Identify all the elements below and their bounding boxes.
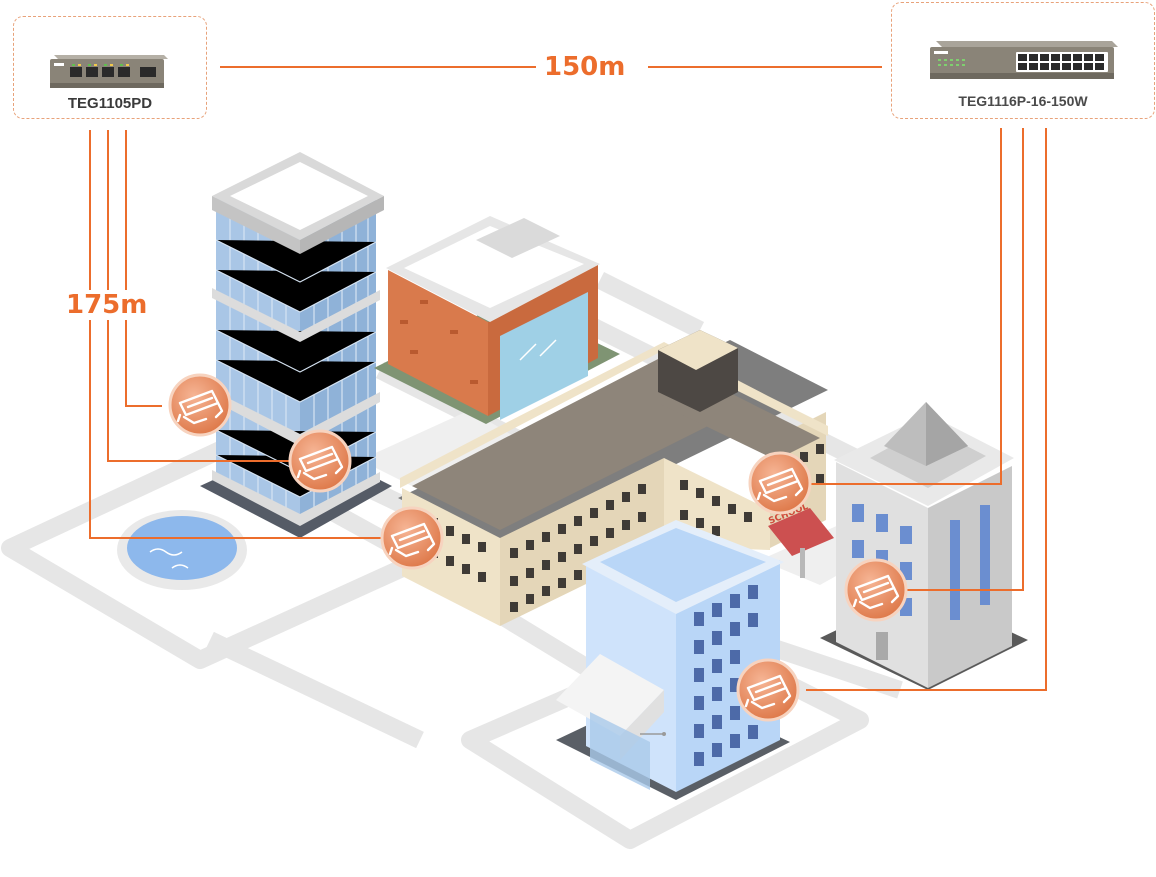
school-building: SCHOOL	[398, 330, 834, 626]
camera-icon[interactable]	[736, 658, 800, 722]
cable-right-1	[808, 128, 1002, 485]
camera-icon[interactable]	[844, 558, 908, 622]
cable-right-3	[806, 128, 1047, 691]
cable-left-2	[107, 130, 290, 462]
switch-teg1105pd-label: TEG1105PD	[67, 95, 153, 112]
light-blue-building	[556, 520, 790, 800]
camera-icon[interactable]	[380, 506, 444, 570]
switch-teg1105pd-box[interactable]: TEG1105PD	[13, 16, 207, 119]
cable-left-3	[89, 130, 385, 539]
cable-lines	[89, 66, 1047, 691]
switch-teg1116p-label: TEG1116P-16-150W	[958, 93, 1088, 109]
brick-building	[374, 216, 620, 424]
distance-label-left: 175m	[58, 290, 156, 320]
camera-icon[interactable]	[168, 373, 232, 437]
switch-teg1105pd-icon	[50, 55, 168, 88]
switch-teg1116p-box[interactable]: TEG1116P-16-150W	[891, 2, 1155, 119]
cable-left-1	[125, 130, 162, 407]
grey-building	[820, 402, 1028, 690]
pool	[117, 510, 247, 590]
switch-teg1116p-icon	[930, 41, 1118, 79]
camera-icon[interactable]	[748, 451, 812, 515]
cable-right-2	[906, 128, 1024, 591]
camera-icon[interactable]	[288, 429, 352, 493]
distance-label-top: 150m	[536, 52, 634, 82]
